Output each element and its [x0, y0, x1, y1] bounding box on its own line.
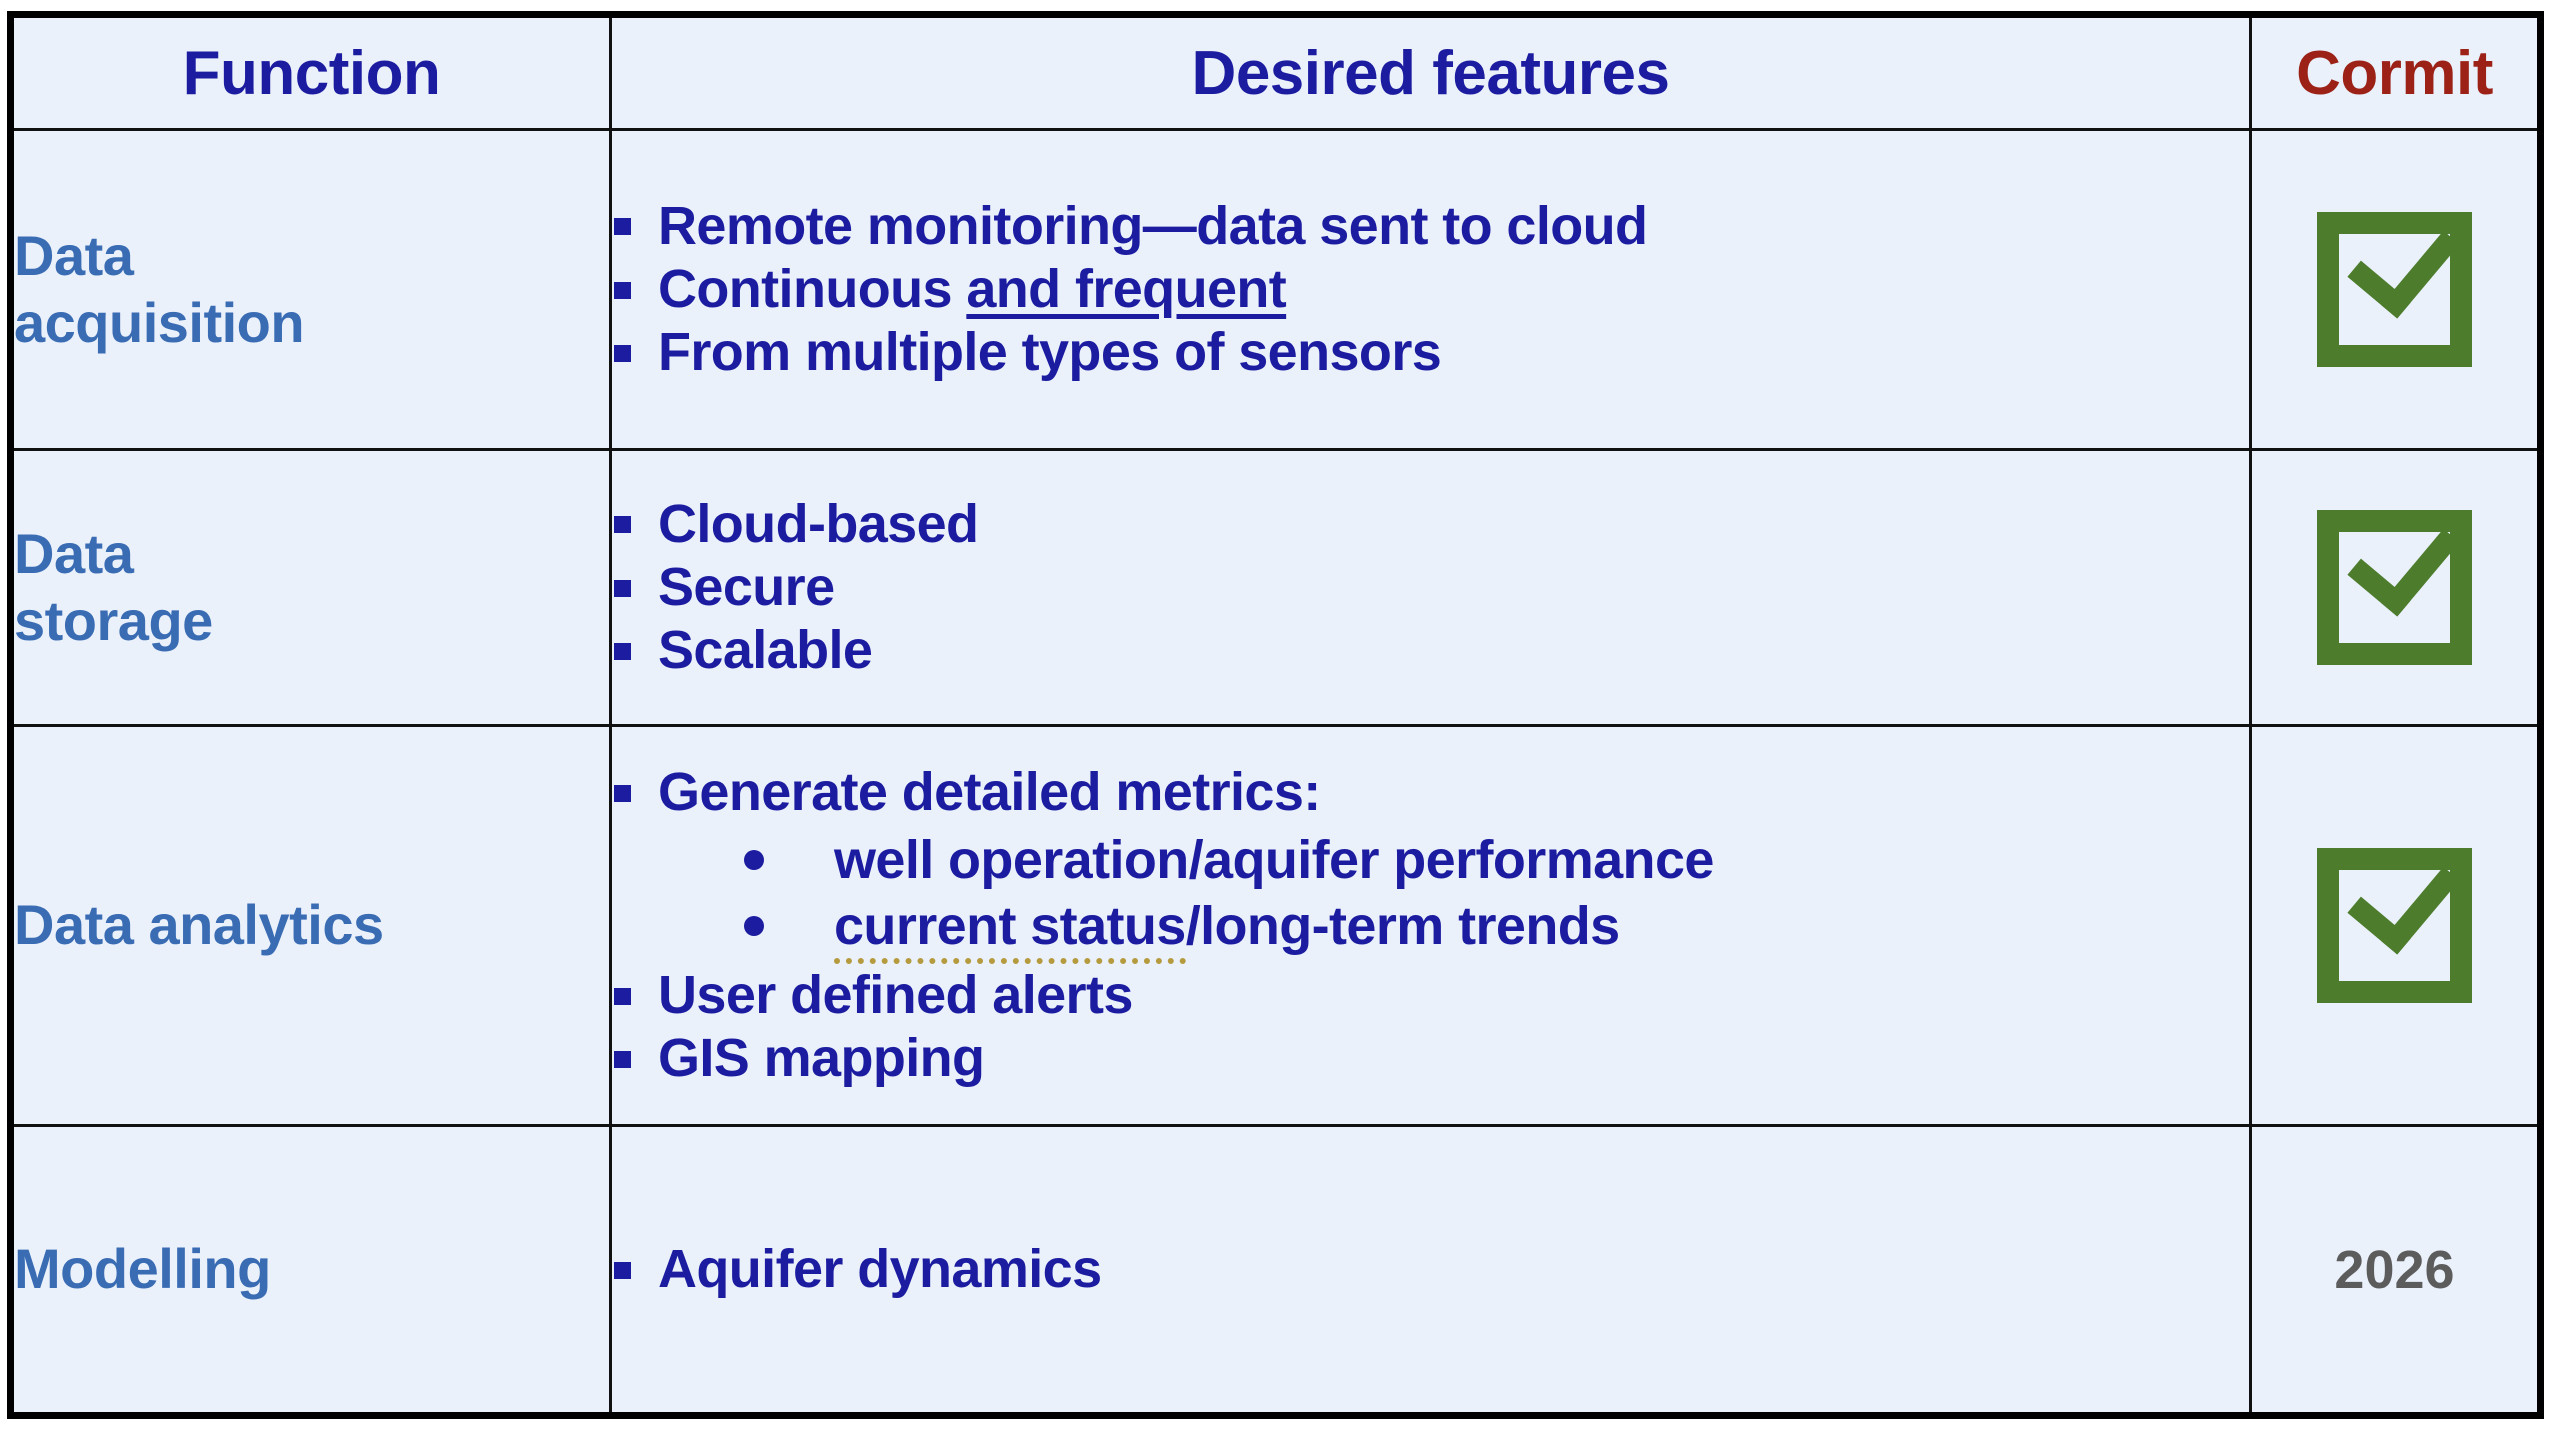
- square-bullet-icon: [614, 344, 631, 362]
- checkmark-icon: [2347, 838, 2460, 955]
- function-label: acquisition: [14, 290, 305, 354]
- column-header-function: Function: [9, 13, 612, 131]
- sub-feature-list-item: current status/long-term trends: [612, 894, 2249, 964]
- square-bullet-icon: [614, 642, 631, 660]
- checkmark-icon: [2347, 500, 2460, 617]
- feature-text: User defined alerts: [658, 964, 1133, 1025]
- sub-feature-list-item: well operation/aquifer performance: [612, 828, 2249, 894]
- feature-text: Remote monitoring—data sent to cloud: [658, 195, 1648, 256]
- feature-list: Generate detailed metrics:well operation…: [612, 761, 2249, 1090]
- feature-list-item: Scalable: [612, 619, 2249, 682]
- header-row: Function Desired features Cormit: [9, 13, 2542, 131]
- square-bullet-icon: [614, 516, 631, 534]
- function-label: Modelling: [14, 1237, 271, 1301]
- check-square-icon: [2317, 838, 2472, 1003]
- feature-list-item: GIS mapping: [612, 1027, 2249, 1090]
- feature-list-item: From multiple types of sensors: [612, 321, 2249, 384]
- table-row: Modelling Aquifer dynamics 2026: [9, 1124, 2542, 1417]
- function-label: Data: [14, 224, 134, 288]
- dot-bullet-icon: [744, 849, 764, 870]
- square-bullet-icon: [614, 281, 631, 299]
- feature-list-item: Generate detailed metrics:: [612, 761, 2249, 824]
- checkmark-icon: [2347, 202, 2460, 319]
- sub-feature-text: /long-term trends: [1185, 895, 1620, 956]
- status-cell: [2249, 448, 2542, 727]
- function-label: storage: [14, 588, 213, 652]
- table-header: Function Desired features Cormit: [9, 13, 2542, 131]
- feature-text: Aquifer dynamics: [658, 1238, 1102, 1299]
- square-bullet-icon: [614, 579, 631, 597]
- feature-text: Cloud-based: [658, 493, 979, 554]
- feature-list: Aquifer dynamics: [612, 1238, 2249, 1301]
- sub-feature-text-dotted-underline: current status: [834, 895, 1186, 964]
- square-bullet-icon: [614, 1050, 631, 1068]
- column-header-cormit: Cormit: [2249, 13, 2542, 131]
- function-label: Data: [14, 522, 134, 586]
- column-header-desired-features: Desired features: [609, 13, 2252, 131]
- feature-list-item: User defined alerts: [612, 964, 2249, 1027]
- feature-list-item: Secure: [612, 556, 2249, 619]
- check-square-icon: [2317, 202, 2472, 367]
- square-bullet-icon: [614, 987, 631, 1005]
- dot-bullet-icon: [744, 915, 764, 936]
- feature-text: Generate detailed metrics:: [658, 761, 1321, 822]
- status-cell: [2249, 128, 2542, 451]
- feature-text: Secure: [658, 556, 835, 617]
- check-square-icon: [2317, 500, 2472, 665]
- status-cell: [2249, 724, 2542, 1127]
- square-bullet-icon: [614, 784, 631, 802]
- square-bullet-icon: [614, 1261, 631, 1279]
- feature-list-item: Aquifer dynamics: [612, 1238, 2249, 1301]
- status-cell: 2026: [2249, 1124, 2542, 1417]
- status-year-label: 2026: [2334, 1239, 2455, 1300]
- table-row: Data analytics Generate detailed metrics:…: [9, 724, 2542, 1127]
- function-cell: Modelling: [9, 1124, 612, 1417]
- feature-text: GIS mapping: [658, 1027, 985, 1088]
- square-bullet-icon: [614, 218, 631, 236]
- function-cell: Data analytics: [9, 724, 612, 1127]
- feature-text: Continuous: [658, 258, 967, 319]
- feature-list-item: Continuous and frequent: [612, 258, 2249, 321]
- sub-feature-text: well operation/aquifer performance: [834, 830, 1714, 891]
- feature-list-item: Remote monitoring—data sent to cloud: [612, 195, 2249, 258]
- feature-text: Scalable: [658, 620, 873, 681]
- feature-list-item: Cloud-based: [612, 493, 2249, 556]
- desired-features-cell: Generate detailed metrics:well operation…: [609, 724, 2252, 1127]
- function-label: Data analytics: [14, 893, 384, 957]
- feature-text: From multiple types of sensors: [658, 322, 1442, 383]
- desired-features-cell: Aquifer dynamics: [609, 1124, 2252, 1417]
- feature-text-underlined: and frequent: [966, 258, 1287, 319]
